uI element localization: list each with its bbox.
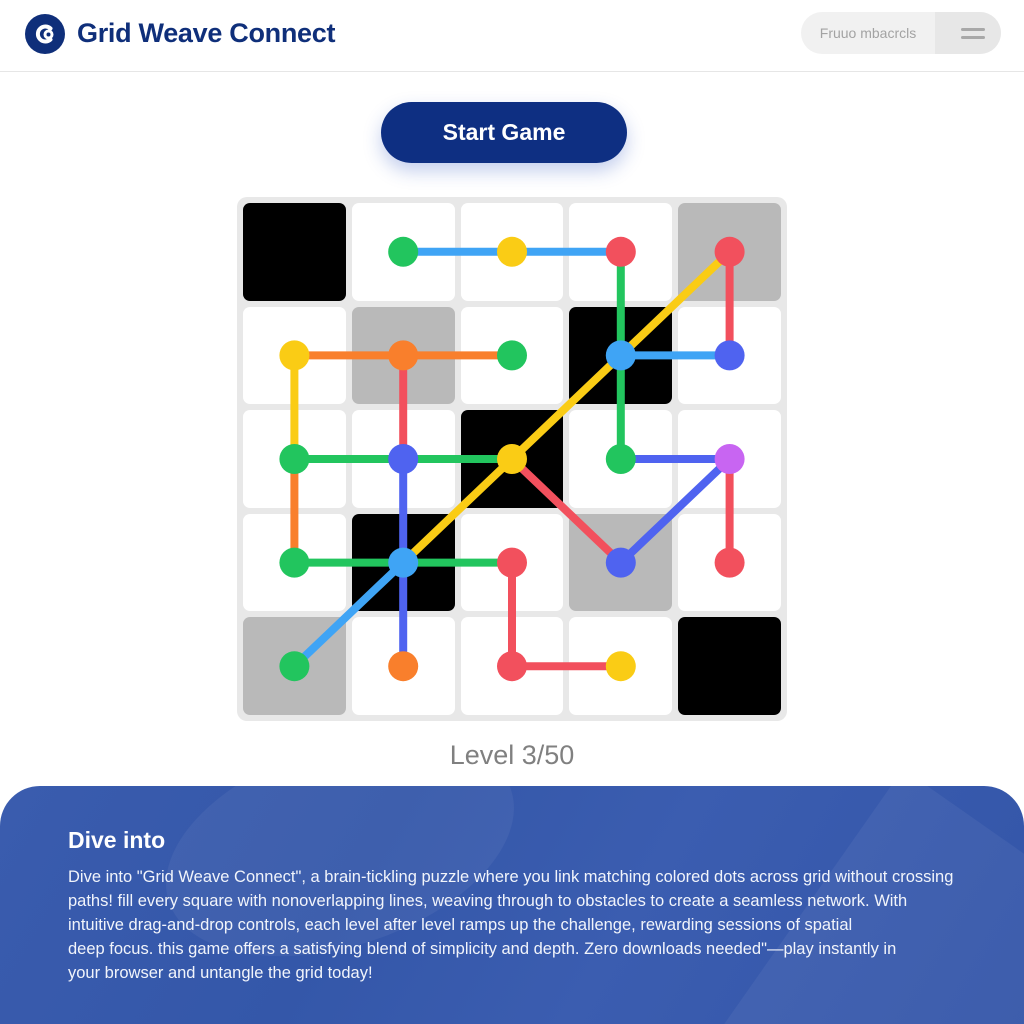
dot-orange[interactable]: [388, 340, 419, 371]
info-title: Dive into: [68, 827, 166, 853]
circled-b-logo-icon: [25, 14, 65, 54]
header-menu-pill[interactable]: Fruuo mbacrcls: [801, 12, 1001, 54]
dot-green[interactable]: [279, 547, 310, 578]
app-title: Grid Weave Connect: [77, 18, 336, 48]
header-pill-label[interactable]: Fruuo mbacrcls: [819, 25, 917, 41]
info-line: your browser and untangle the grid today…: [68, 964, 373, 982]
path-line-red[interactable]: [508, 455, 625, 567]
dot-yellow[interactable]: [497, 236, 527, 267]
dot-green[interactable]: [497, 340, 527, 371]
dot-green[interactable]: [388, 236, 419, 267]
dot-blue[interactable]: [714, 340, 745, 371]
dot-red[interactable]: [714, 547, 745, 578]
info-line: paths! fill every square with nonoverlap…: [68, 892, 908, 910]
info-description: Dive into "Grid Weave Connect", a brain-…: [68, 865, 958, 985]
dot-green[interactable]: [605, 444, 636, 474]
path-line-blue[interactable]: [616, 455, 734, 567]
dot-blue[interactable]: [605, 547, 636, 578]
dot-yellow[interactable]: [497, 444, 527, 474]
path-line-sky[interactable]: [290, 558, 408, 671]
info-panel: Dive into Dive into "Grid Weave Connect"…: [0, 786, 1024, 1024]
dot-green[interactable]: [279, 444, 310, 474]
app-header: Grid Weave Connect Fruuo mbacrcls: [0, 0, 1024, 72]
dot-sky[interactable]: [605, 340, 636, 371]
dot-yellow[interactable]: [605, 651, 636, 682]
info-line: intuitive drag-and-drop controls, each l…: [68, 916, 853, 934]
game-board[interactable]: [237, 197, 787, 721]
dot-sky[interactable]: [388, 547, 419, 578]
dot-red[interactable]: [497, 651, 527, 682]
dot-red[interactable]: [497, 547, 527, 578]
hamburger-menu-icon-bar: [961, 36, 985, 39]
info-line: Dive into "Grid Weave Connect", a brain-…: [68, 868, 954, 886]
info-line: deep focus. this game offers a satisfyin…: [68, 940, 897, 958]
level-indicator: Level 3/50: [449, 740, 575, 770]
dot-red[interactable]: [605, 236, 636, 267]
dot-red[interactable]: [714, 236, 745, 267]
dot-blue[interactable]: [388, 444, 419, 474]
paths-layer: [279, 236, 745, 682]
menu-button[interactable]: [935, 12, 1001, 54]
dot-purple[interactable]: [714, 444, 745, 474]
dot-orange[interactable]: [388, 651, 419, 682]
hamburger-menu-icon: [961, 28, 985, 31]
path-line-yellow[interactable]: [399, 247, 734, 567]
dot-green[interactable]: [279, 651, 310, 682]
grid-cell-black[interactable]: [678, 617, 781, 715]
dot-yellow[interactable]: [279, 340, 310, 371]
grid-cell-black[interactable]: [243, 203, 346, 301]
start-game-button[interactable]: Start Game: [381, 102, 627, 163]
